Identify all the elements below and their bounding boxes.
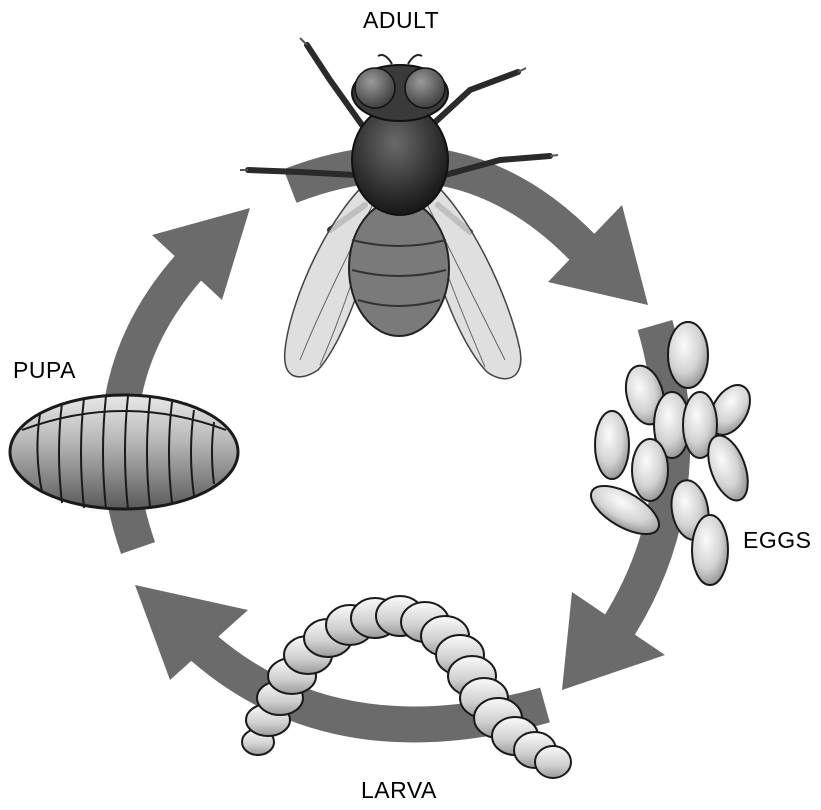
label-larva: LARVA	[361, 777, 437, 804]
label-adult: ADULT	[363, 7, 439, 34]
label-eggs: EGGS	[743, 527, 811, 554]
larva-maggot	[242, 596, 571, 778]
pupa-casing	[10, 395, 238, 509]
label-pupa: PUPA	[13, 357, 76, 384]
